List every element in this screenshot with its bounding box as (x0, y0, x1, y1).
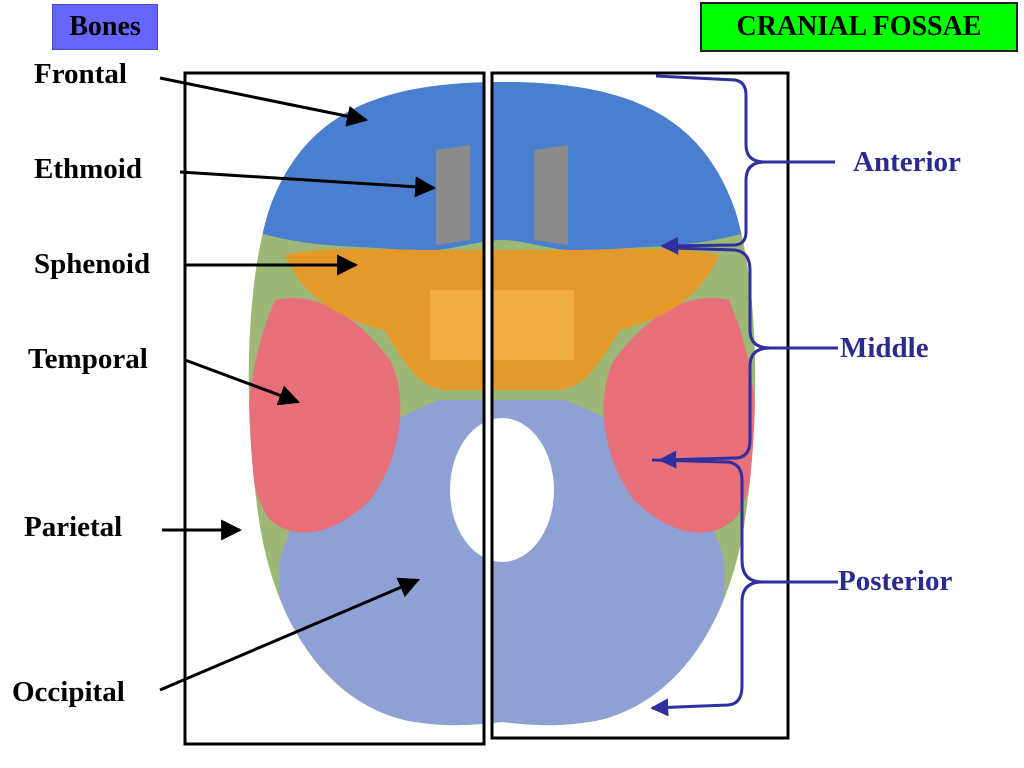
bone-label-parietal: Parietal (24, 511, 123, 543)
bone-label-sphenoid: Sphenoid (34, 248, 151, 280)
ethmoid-region (436, 145, 568, 245)
bones-tag-text: Bones (69, 11, 141, 42)
frontal-region (248, 82, 756, 251)
bone-label-frontal: Frontal (34, 58, 127, 90)
middle-bracket (660, 246, 838, 460)
fossa-label-middle: Middle (840, 332, 929, 364)
left-frame (183, 71, 486, 746)
temporal-region-left (248, 298, 401, 533)
ethmoid-arrow (179, 170, 437, 198)
posterior-bracket (652, 458, 838, 708)
occipital-region (279, 400, 725, 726)
temporal-arrow (184, 358, 300, 406)
frontal-arrow (159, 76, 369, 127)
bones-tag: Bones (52, 4, 158, 50)
bone-label-ethmoid: Ethmoid (34, 153, 142, 185)
midline-gap (484, 70, 492, 750)
cranial-fossae-tag: CRANIAL FOSSAE (700, 2, 1018, 52)
cranial-fossae-tag-text: CRANIAL FOSSAE (736, 11, 982, 42)
bone-label-occipital: Occipital (12, 676, 125, 708)
sella-turcica (430, 290, 574, 360)
fossa-label-posterior: Posterior (838, 565, 953, 597)
right-frame (490, 71, 790, 740)
anterior-bracket (656, 74, 835, 246)
occipital-arrow (159, 577, 420, 692)
fossa-label-anterior: Anterior (853, 146, 961, 178)
foramen-magnum (450, 418, 554, 562)
bone-label-temporal: Temporal (28, 343, 148, 375)
